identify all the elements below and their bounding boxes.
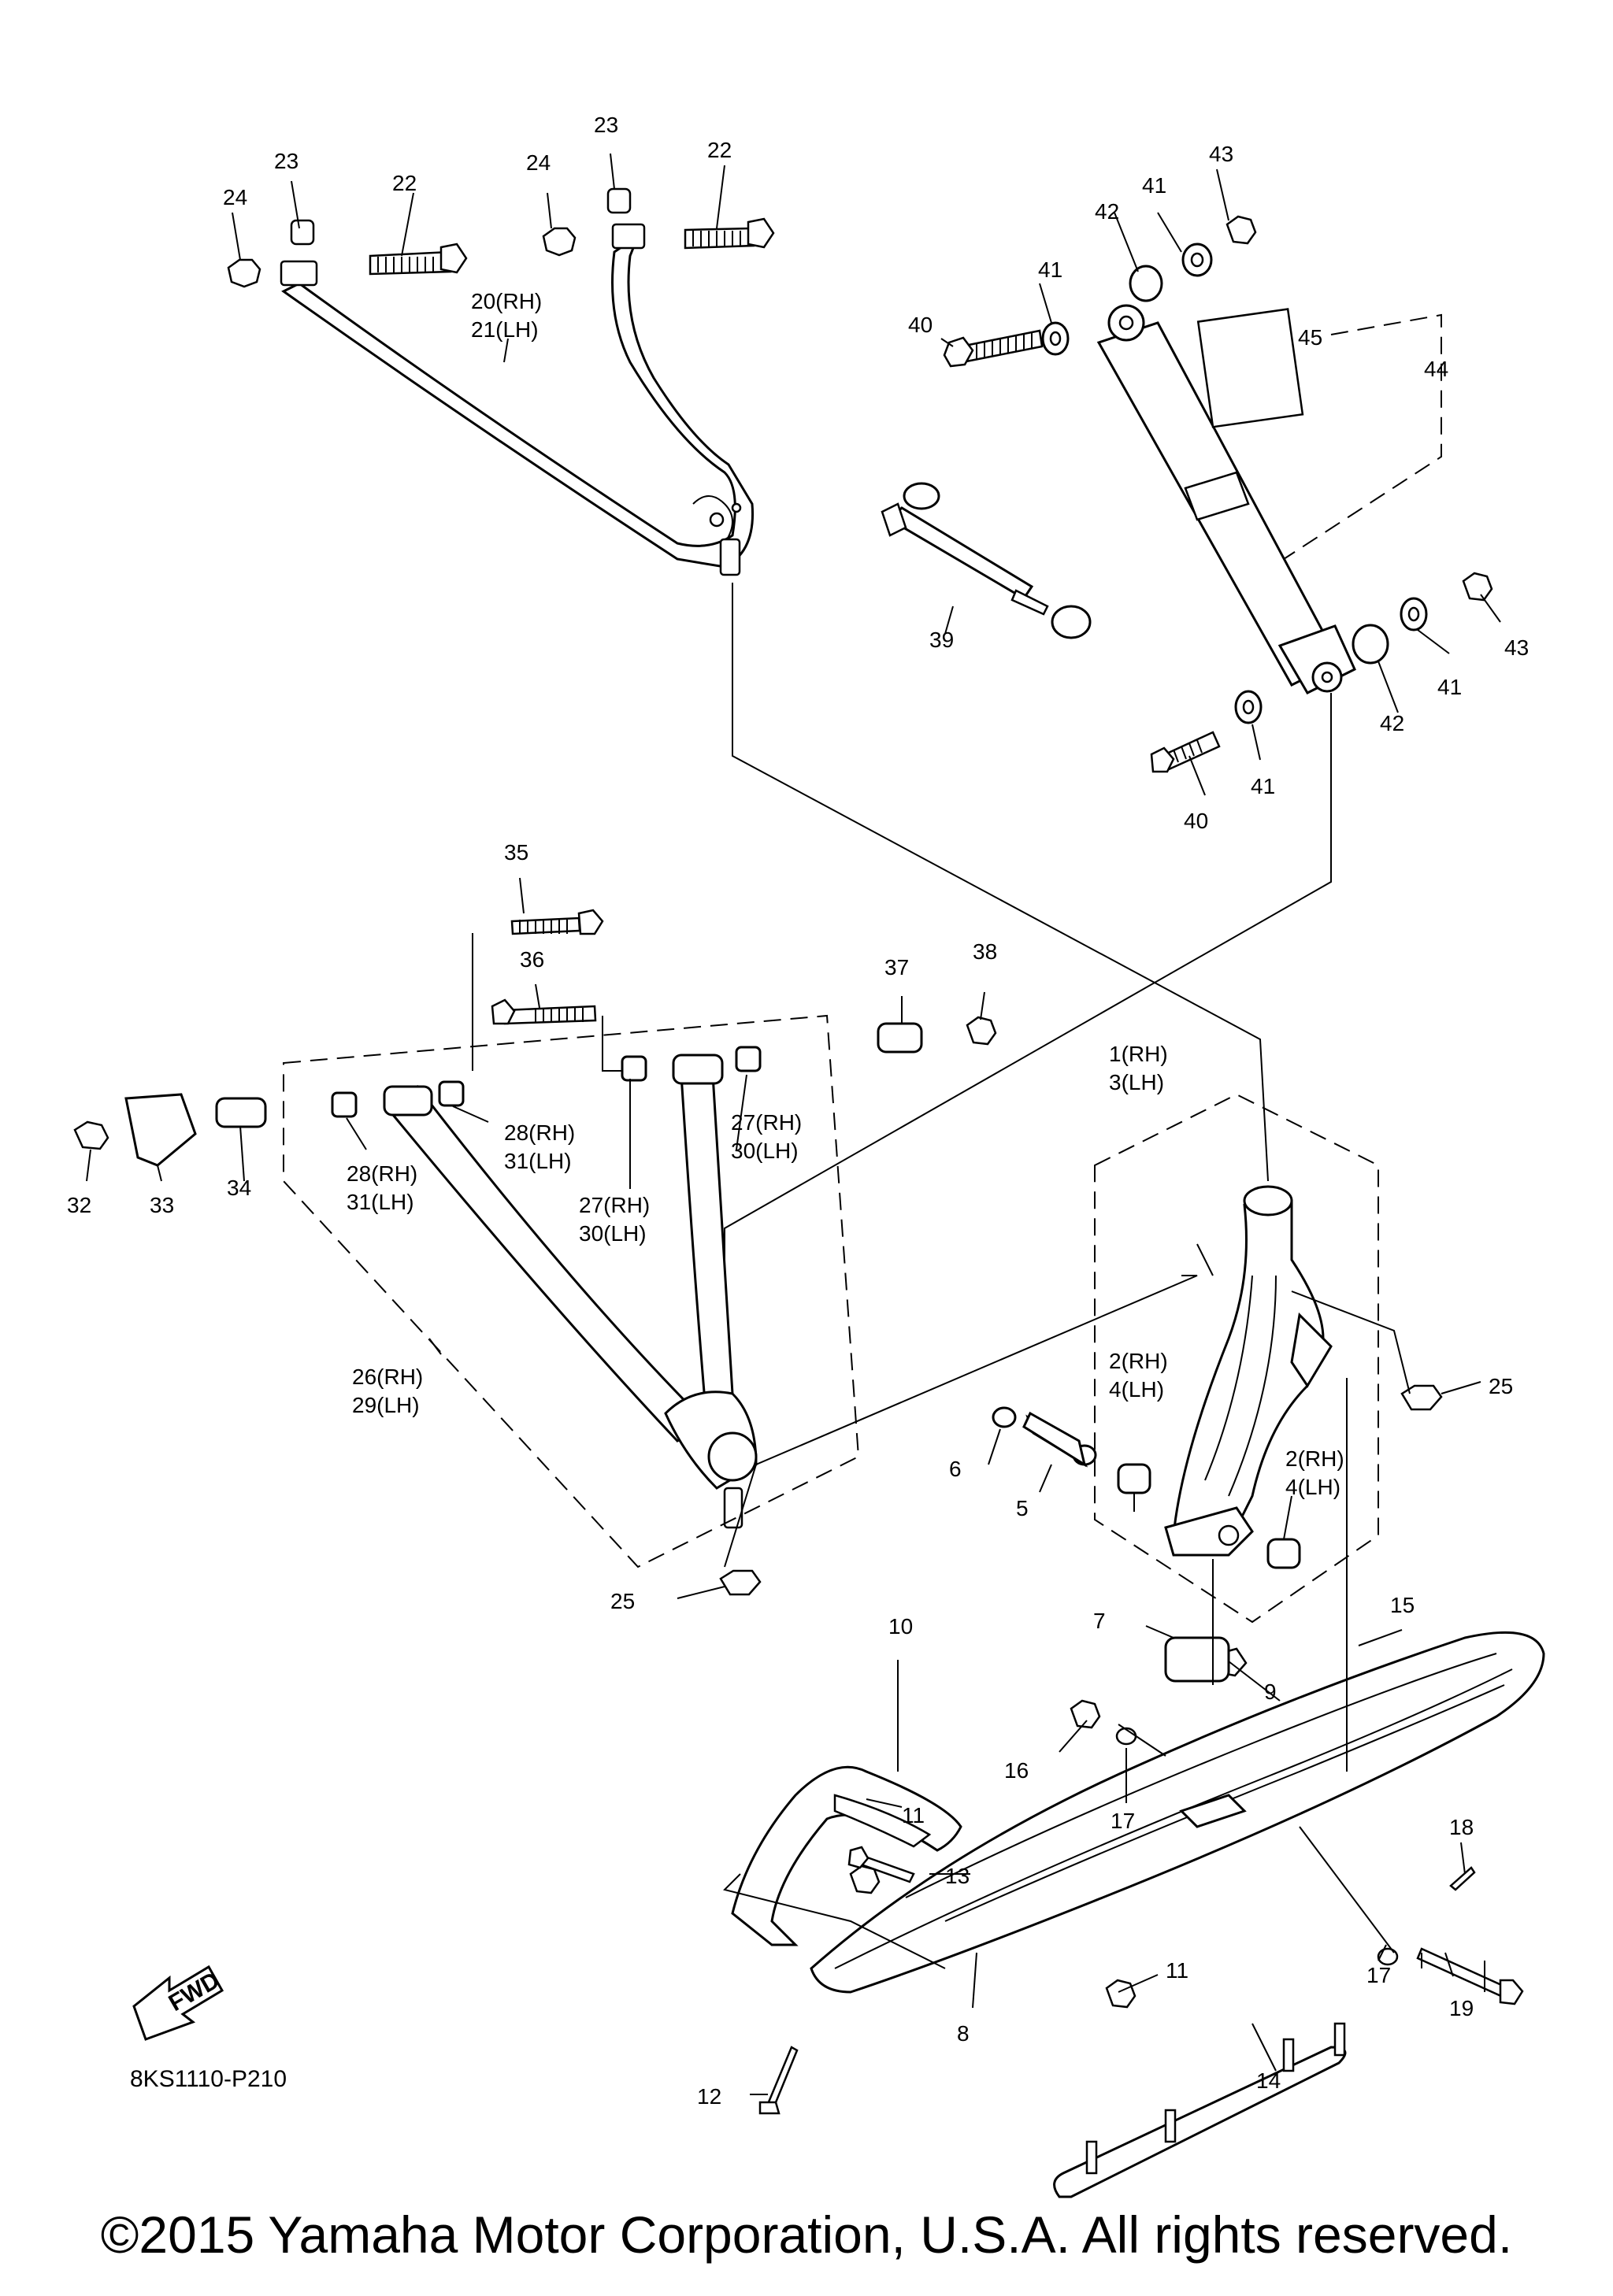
diagram-code: 8KS1110-P210: [130, 2066, 287, 2092]
callout-4: 4(LH): [1285, 1475, 1340, 1499]
callout-5: 5: [1016, 1496, 1029, 1520]
leader-lines: [86, 153, 1501, 2095]
callout-26: 26(RH): [352, 1365, 423, 1389]
callout-41: 41: [1038, 257, 1062, 282]
callout-34: 34: [227, 1176, 251, 1200]
stabilizer-link: [881, 482, 1092, 639]
callout-38: 38: [973, 939, 997, 964]
callout-41: 41: [1142, 173, 1166, 198]
callout-24: 24: [526, 150, 551, 175]
callout-32: 32: [67, 1193, 91, 1217]
callout-37: 37: [884, 955, 909, 980]
callout-27: 27(RH): [731, 1110, 802, 1135]
callout-42: 42: [1380, 711, 1404, 735]
callout-28: 28(RH): [347, 1161, 417, 1186]
ski-wear-bar: [1053, 2022, 1347, 2198]
callout-39: 39: [929, 628, 954, 652]
callout-40: 40: [908, 313, 933, 337]
callout-labels: 24 23 22 24 23 22 20(RH) 21(LH) 43 41 42…: [67, 113, 1529, 2109]
callout-25: 25: [610, 1589, 635, 1613]
callout-28: 28(RH): [504, 1120, 575, 1145]
callout-4: 4(LH): [1109, 1377, 1164, 1402]
callout-30: 30(LH): [731, 1139, 799, 1163]
fwd-arrow: FWD: [132, 1965, 224, 2041]
callout-15: 15: [1390, 1593, 1415, 1617]
callout-42: 42: [1095, 199, 1119, 224]
upper-a-arm-left-pivot: [227, 219, 468, 288]
callout-40: 40: [1184, 809, 1208, 833]
callout-25: 25: [1489, 1374, 1513, 1398]
callout-41: 41: [1251, 774, 1275, 798]
callout-20: 20(RH): [471, 289, 542, 313]
callout-23: 23: [274, 149, 298, 173]
callout-6: 6: [949, 1457, 962, 1481]
callout-43: 43: [1209, 142, 1233, 166]
callout-41: 41: [1437, 675, 1462, 699]
callout-36: 36: [520, 947, 544, 972]
callout-24: 24: [223, 185, 247, 209]
callout-31: 31(LH): [504, 1149, 572, 1173]
callout-2: 2(RH): [1285, 1446, 1344, 1471]
ski: [810, 1631, 1545, 1994]
callout-31: 31(LH): [347, 1190, 414, 1214]
callout-33: 33: [150, 1193, 174, 1217]
callout-27: 27(RH): [579, 1193, 650, 1217]
callout-8: 8: [957, 2021, 970, 2046]
callout-14: 14: [1256, 2068, 1281, 2093]
callout-11: 11: [1166, 1958, 1188, 1983]
callout-19: 19: [1449, 1996, 1474, 2020]
callout-45: 45: [1298, 325, 1322, 350]
callout-35: 35: [504, 840, 528, 865]
ski-handle: [731, 1765, 962, 1946]
callout-16: 16: [1004, 1758, 1029, 1783]
callout-29: 29(LH): [352, 1393, 420, 1417]
callout-44: 44: [1424, 357, 1448, 381]
callout-11: 11: [902, 1803, 925, 1828]
group-outlines: [283, 313, 1442, 1624]
callout-10: 10: [888, 1614, 913, 1639]
callout-30: 30(LH): [579, 1221, 647, 1246]
callout-12: 12: [697, 2084, 721, 2109]
upper-a-arm: [280, 223, 755, 576]
callout-9: 9: [1264, 1679, 1277, 1704]
callout-17: 17: [1111, 1809, 1135, 1833]
callout-18: 18: [1449, 1815, 1474, 1839]
callout-2: 2(RH): [1109, 1349, 1168, 1373]
shock-absorber: [1096, 304, 1356, 694]
callout-21: 21(LH): [471, 317, 539, 342]
copyright-notice: ©2015 Yamaha Motor Corporation, U.S.A. A…: [100, 2205, 1513, 2264]
shock-hardware-upper: [943, 215, 1257, 368]
callout-43: 43: [1504, 635, 1529, 660]
spindle: [1164, 1185, 1333, 1557]
callout-23: 23: [594, 113, 618, 137]
callout-22: 22: [392, 171, 417, 195]
callout-22: 22: [707, 138, 732, 162]
callout-13: 13: [945, 1864, 970, 1888]
shock-hardware-lower: [1150, 572, 1493, 773]
lower-a-arm-hardware: [73, 909, 997, 1596]
callout-3: 3(LH): [1109, 1070, 1164, 1094]
lower-a-arm: [383, 1054, 758, 1529]
upper-a-arm-right-pivot: [542, 187, 775, 257]
callout-17: 17: [1366, 1963, 1391, 1987]
callout-7: 7: [1093, 1609, 1106, 1633]
callout-1: 1(RH): [1109, 1042, 1168, 1066]
